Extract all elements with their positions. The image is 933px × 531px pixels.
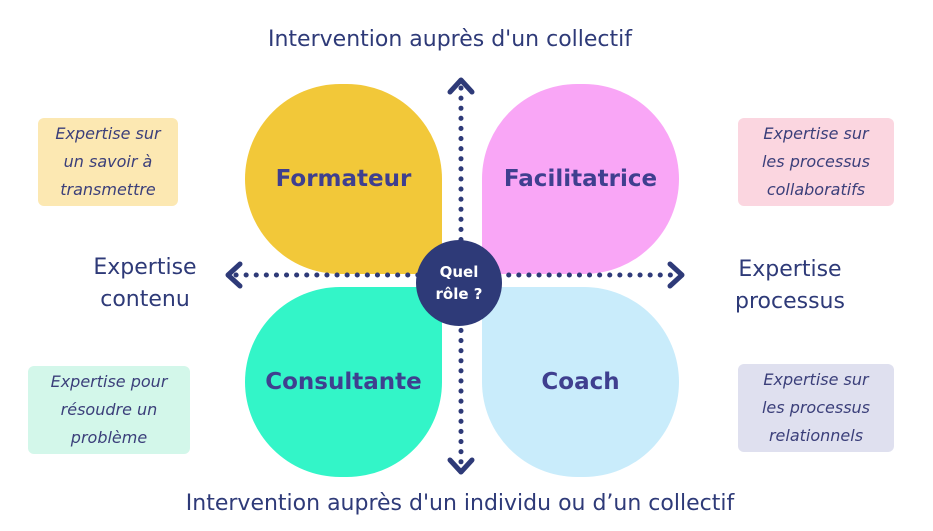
note-line: relationnels: [768, 426, 864, 445]
note-formateur: Expertise sur un savoir à transmettre: [38, 118, 178, 206]
right-axis-line-2: processus: [735, 289, 845, 314]
arrow-up-icon: [447, 77, 475, 95]
arrow-down-icon: [447, 457, 475, 475]
right-axis-label: Expertise processus: [705, 254, 875, 318]
center-line-1: Quel: [439, 263, 479, 281]
bottom-axis-label: Intervention auprès d'un individu ou d’u…: [185, 491, 735, 516]
note-line: résoudre un: [60, 400, 158, 419]
note-coach: Expertise sur les processus relationnels: [738, 364, 894, 452]
note-line: un savoir à: [63, 152, 153, 171]
note-line: Expertise pour: [50, 372, 168, 391]
note-line: transmettre: [60, 180, 156, 199]
petal-facilitatrice: Facilitatrice: [482, 84, 679, 274]
note-line: Expertise sur: [55, 124, 161, 143]
note-facilitatrice: Expertise sur les processus collaboratif…: [738, 118, 894, 206]
note-line: problème: [70, 428, 148, 447]
petal-coach: Coach: [482, 287, 679, 477]
petal-facilitatrice-label: Facilitatrice: [503, 166, 658, 192]
note-line: Expertise sur: [763, 370, 869, 389]
note-consultante: Expertise pour résoudre un problème: [28, 366, 190, 454]
petal-consultante: Consultante: [245, 287, 442, 477]
petal-formateur: Formateur: [245, 84, 442, 274]
note-line: les processus: [761, 398, 871, 417]
left-axis-line-2: contenu: [100, 287, 190, 312]
note-line: les processus: [761, 152, 871, 171]
right-axis-line-1: Expertise: [738, 257, 842, 282]
note-line: Expertise sur: [763, 124, 869, 143]
arrow-left-icon: [225, 261, 243, 289]
arrow-right-icon: [667, 261, 685, 289]
top-axis-label: Intervention auprès d'un collectif: [268, 27, 632, 52]
petal-consultante-label: Consultante: [265, 369, 422, 395]
note-line: collaboratifs: [766, 180, 866, 199]
left-axis-label: Expertise contenu: [60, 252, 230, 316]
left-axis-line-1: Expertise: [93, 255, 197, 280]
center-line-2: rôle ?: [435, 285, 483, 303]
petal-coach-label: Coach: [541, 369, 620, 395]
petal-formateur-label: Formateur: [275, 166, 412, 192]
center-question-circle: Quel rôle ?: [416, 240, 502, 326]
